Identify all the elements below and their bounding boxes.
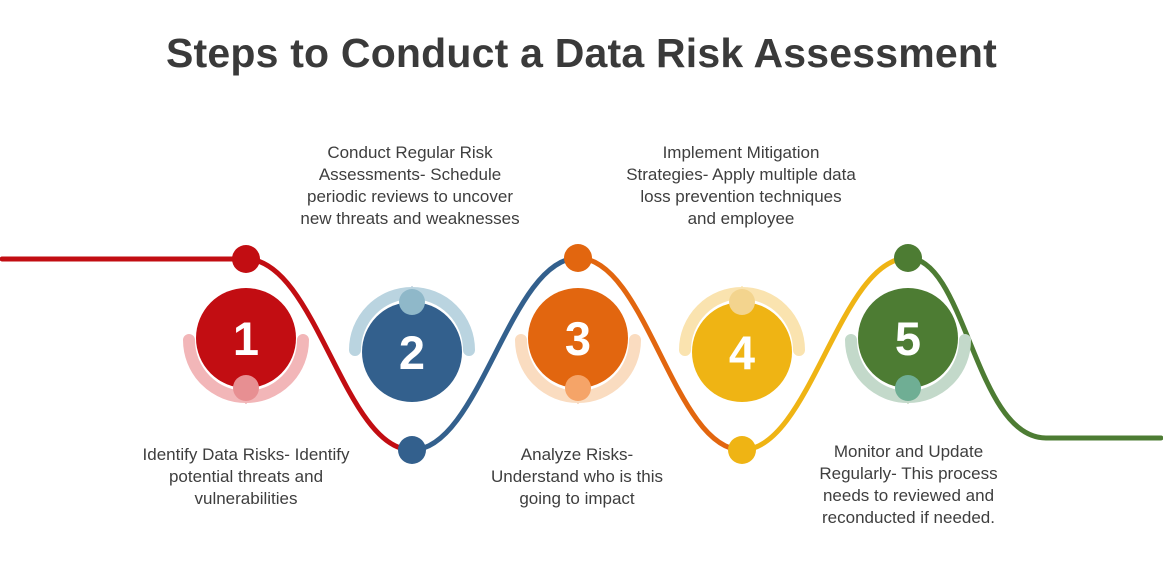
step-marker-4 — [679, 286, 805, 402]
node-dot-2 — [398, 436, 426, 464]
step-number-4: 4 — [729, 326, 755, 379]
flow-line-segment-5 — [905, 255, 1163, 441]
step-marker-2 — [349, 286, 475, 402]
flow-line-segment-2 — [409, 255, 581, 453]
step-number-5: 5 — [895, 312, 921, 365]
flow-line-segment-4 — [739, 255, 911, 453]
pin-circle-4 — [692, 302, 792, 402]
marker-dot-1 — [233, 375, 259, 401]
page-title: Steps to Conduct a Data Risk Assessment — [165, 30, 998, 76]
node-dot-5 — [894, 244, 922, 272]
step-number-1: 1 — [233, 312, 259, 365]
node-dot-1 — [232, 245, 260, 273]
node-dot-3 — [564, 244, 592, 272]
pin-circle-3 — [528, 288, 628, 388]
node-dot-4 — [728, 436, 756, 464]
step-number-3: 3 — [565, 312, 591, 365]
step-marker-3 — [515, 288, 641, 404]
step-label-4: Implement Mitigation Strategies- Apply m… — [626, 143, 856, 229]
step-label-1: Identify Data Risks- Identify potential … — [142, 445, 350, 509]
step-marker-1 — [183, 288, 309, 404]
step-number-2: 2 — [399, 326, 425, 379]
step-label-5: Monitor and Update Regularly- This proce… — [819, 442, 998, 528]
marker-dot-3 — [565, 375, 591, 401]
step-marker-5 — [845, 288, 971, 404]
step-label-3: Analyze Risks- Understand who is this go… — [491, 445, 663, 509]
flow-line-segment-3 — [575, 255, 745, 453]
marker-dot-4 — [729, 289, 755, 315]
marker-dot-5 — [895, 375, 921, 401]
step-label-2: Conduct Regular Risk Assessments- Schedu… — [300, 143, 520, 229]
pin-circle-1 — [196, 288, 296, 388]
pin-circle-5 — [858, 288, 958, 388]
pin-circle-2 — [362, 302, 462, 402]
flow-line-segment-1 — [0, 256, 415, 453]
marker-dot-2 — [399, 289, 425, 315]
